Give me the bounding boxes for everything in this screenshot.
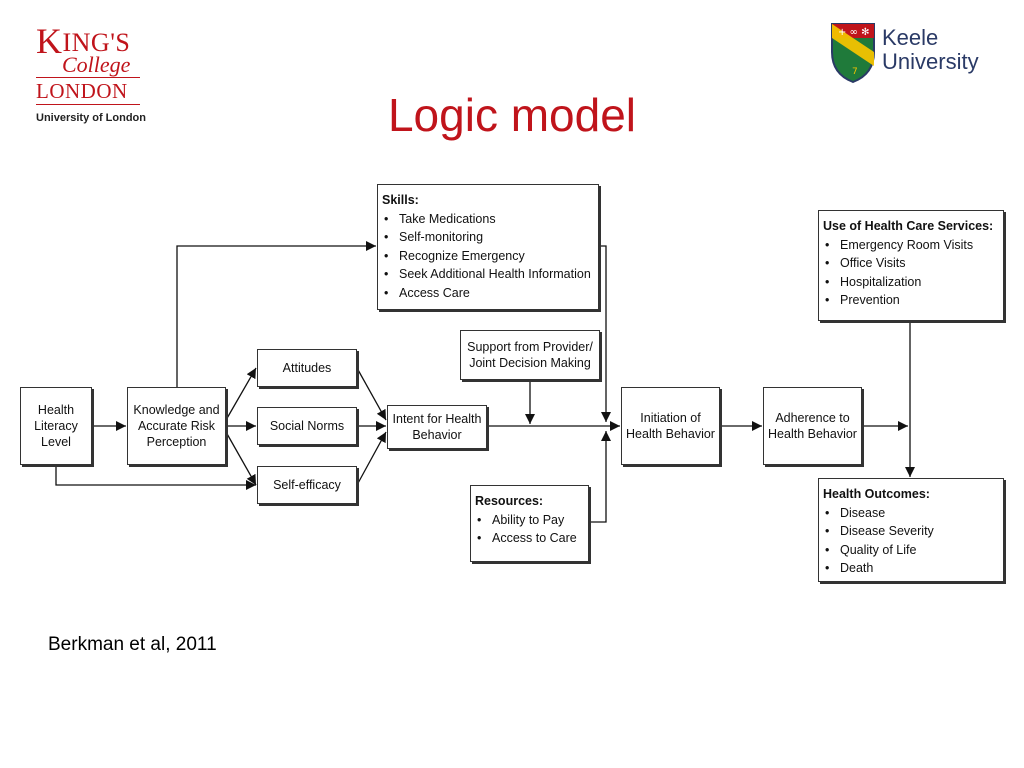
- citation-text: Berkman et al, 2011: [48, 634, 217, 655]
- list-item: Disease: [823, 504, 997, 523]
- health-literacy-box: Health Literacy Level: [20, 387, 92, 465]
- intent-box: Intent for Health Behavior: [387, 405, 487, 449]
- list-item: Death: [823, 559, 997, 578]
- keele-university-logo: + ∞ ✻ 7 Keele University: [830, 22, 1005, 84]
- services-header: Use of Health Care Services:: [823, 219, 994, 233]
- kings-logo-subtitle: University of London: [36, 112, 146, 124]
- health-outcomes-box: Health Outcomes: Disease Disease Severit…: [818, 478, 1004, 582]
- keele-logo-line1: Keele: [882, 25, 939, 50]
- self-efficacy-label: Self-efficacy: [273, 478, 341, 492]
- resources-list: Ability to Pay Access to Care: [475, 511, 582, 548]
- social-norms-label: Social Norms: [269, 419, 345, 433]
- slide-title: Logic model: [387, 89, 637, 141]
- list-item: Access Care: [382, 284, 592, 303]
- support-label: Support from Provider/ Joint Decision Ma…: [467, 340, 593, 370]
- outcomes-header: Health Outcomes:: [823, 487, 930, 501]
- self-efficacy-box: Self-efficacy: [257, 466, 357, 504]
- resources-box: Resources: Ability to Pay Access to Care: [470, 485, 589, 562]
- kings-college-logo: KING'S College LONDON: [36, 23, 156, 105]
- attitudes-box: Attitudes: [257, 349, 357, 387]
- arrow-attitudes-to-intent: [356, 367, 387, 421]
- arrow-skills-to-flow: [599, 245, 611, 422]
- kings-logo-rule: [36, 77, 140, 78]
- social-norms-box: Social Norms: [257, 407, 357, 445]
- arrow-knowledge-to-self-efficacy: [225, 431, 257, 486]
- support-box: Support from Provider/ Joint Decision Ma…: [460, 330, 600, 380]
- skills-list: Take Medications Self-monitoring Recogni…: [382, 210, 592, 303]
- skills-box: Skills: Take Medications Self-monitoring…: [377, 184, 599, 310]
- knowledge-label: Knowledge and Accurate Risk Perception: [133, 403, 220, 449]
- knowledge-box: Knowledge and Accurate Risk Perception: [127, 387, 226, 465]
- health-care-services-box: Use of Health Care Services: Emergency R…: [818, 210, 1004, 321]
- kings-logo-line3: LONDON: [36, 79, 128, 103]
- list-item: Recognize Emergency: [382, 247, 592, 266]
- kings-logo-initial: K: [36, 21, 63, 61]
- list-item: Quality of Life: [823, 541, 997, 560]
- svg-text:+ ∞ ✻: + ∞ ✻: [838, 27, 869, 38]
- list-item: Self-monitoring: [382, 228, 592, 247]
- list-item: Hospitalization: [823, 273, 997, 292]
- list-item: Emergency Room Visits: [823, 236, 997, 255]
- adherence-box: Adherence to Health Behavior: [763, 387, 862, 465]
- outcomes-list: Disease Disease Severity Quality of Life…: [823, 504, 997, 578]
- skills-header: Skills:: [382, 193, 419, 207]
- list-item: Take Medications: [382, 210, 592, 229]
- intent-label: Intent for Health Behavior: [392, 412, 482, 442]
- list-item: Prevention: [823, 291, 997, 310]
- arrow-self-efficacy-to-intent: [356, 431, 387, 486]
- kings-logo-line2: College: [62, 52, 131, 77]
- arrow-literacy-to-self-efficacy: [55, 465, 256, 490]
- arrow-knowledge-to-attitudes: [225, 367, 257, 421]
- keele-shield-icon: + ∞ ✻ 7: [831, 23, 875, 84]
- svg-text:7: 7: [852, 67, 858, 77]
- list-item: Disease Severity: [823, 522, 997, 541]
- health-literacy-label: Health Literacy Level: [34, 403, 78, 449]
- attitudes-label: Attitudes: [282, 361, 332, 375]
- kings-logo-rule-bottom: [36, 104, 140, 105]
- initiation-label: Initiation of Health Behavior: [626, 411, 715, 441]
- kings-logo-line1: ING'S: [62, 28, 131, 57]
- list-item: Office Visits: [823, 254, 997, 273]
- list-item: Ability to Pay: [475, 511, 582, 530]
- initiation-box: Initiation of Health Behavior: [621, 387, 720, 465]
- services-list: Emergency Room Visits Office Visits Hosp…: [823, 236, 997, 310]
- arrow-resources-to-flow: [589, 431, 611, 523]
- adherence-label: Adherence to Health Behavior: [768, 411, 857, 441]
- keele-logo-line2: University: [882, 49, 979, 74]
- resources-header: Resources:: [475, 494, 544, 508]
- arrow-knowledge-to-skills: [176, 241, 376, 387]
- list-item: Seek Additional Health Information: [382, 265, 592, 284]
- list-item: Access to Care: [475, 529, 582, 548]
